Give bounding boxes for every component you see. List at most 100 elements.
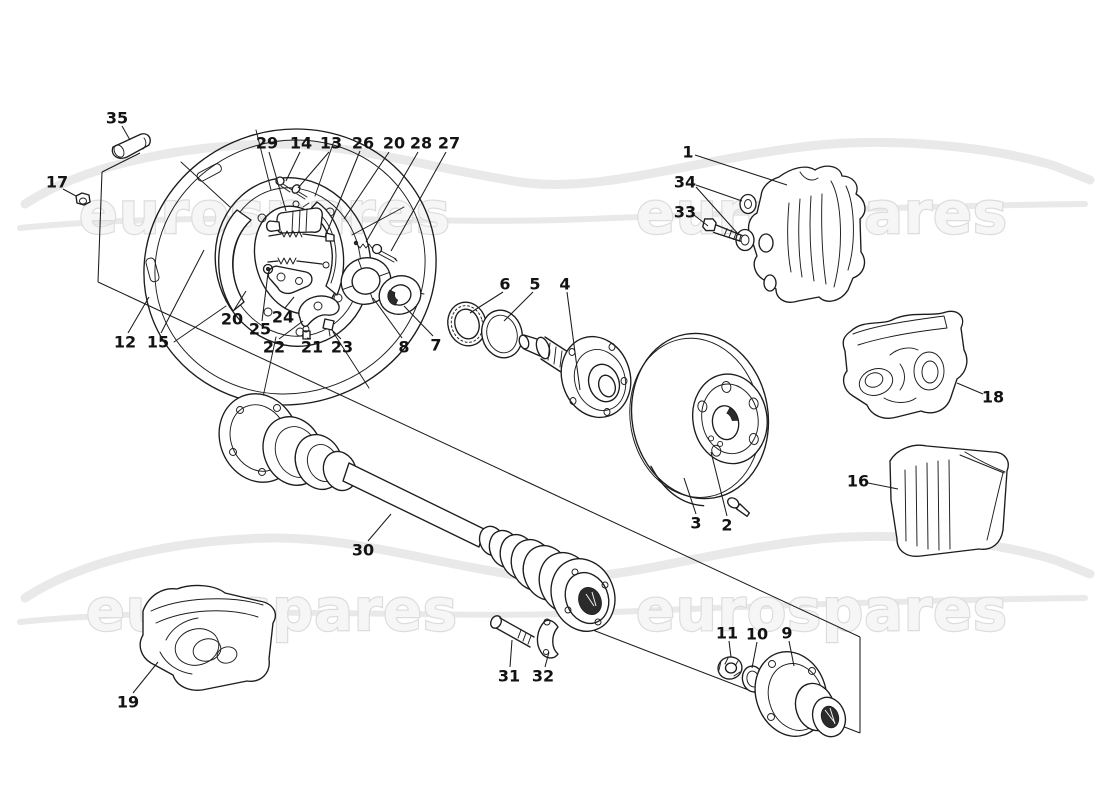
brake-shoes-20	[218, 201, 345, 312]
part-label-30: 30	[352, 541, 374, 560]
leader-line-15	[160, 249, 205, 334]
leader-line-34	[695, 186, 740, 236]
adjuster-rods-26	[267, 230, 335, 269]
drive-shaft-30	[218, 393, 616, 632]
retainer-fork-32	[536, 618, 559, 659]
part-label-4: 4	[559, 275, 570, 294]
leader-line-11	[728, 640, 732, 658]
part-label-22: 22	[263, 338, 285, 357]
leader-line-32	[544, 651, 550, 668]
part-label-26: 26	[352, 134, 374, 153]
washers-34	[735, 193, 757, 252]
leader-line-16	[867, 482, 899, 490]
part-label-7: 7	[430, 336, 441, 355]
leader-line-20	[233, 290, 247, 311]
leader-line-8	[372, 297, 403, 339]
part-label-9: 9	[781, 624, 792, 643]
leader-line-7	[403, 305, 434, 337]
part-label-21: 21	[301, 338, 323, 357]
bearing-7	[378, 275, 422, 315]
leader-line-6	[469, 291, 504, 314]
leader-line-4	[566, 291, 581, 391]
nut-11	[717, 656, 743, 680]
leader-line-26	[324, 150, 361, 238]
part-label-32: 32	[532, 667, 554, 686]
part-label-14: 14	[290, 134, 312, 153]
part-label-28: 28	[410, 134, 432, 153]
leader-line-34	[695, 184, 743, 202]
part-label-12: 12	[114, 333, 136, 352]
part-label-31: 31	[498, 667, 520, 686]
seal-6	[447, 301, 487, 347]
leader-line-21	[306, 337, 312, 340]
part-label-29: 29	[256, 134, 278, 153]
brake-disc-3	[629, 332, 770, 507]
leader-line-35	[121, 125, 131, 141]
construction-line	[97, 171, 103, 283]
wheel-cylinder-29	[265, 200, 323, 234]
leader-line-13	[297, 151, 330, 189]
leader-line-29	[268, 151, 287, 212]
hub-4	[518, 334, 632, 419]
part-label-8: 8	[398, 338, 409, 357]
nut-17	[75, 192, 91, 206]
bolt-27	[371, 243, 398, 263]
part-label-18: 18	[982, 388, 1004, 407]
bolt-31	[489, 615, 535, 648]
drive-flange-9	[754, 651, 847, 738]
part-label-33: 33	[674, 203, 696, 222]
leader-line-22	[278, 320, 304, 340]
part-label-16: 16	[847, 472, 869, 491]
watermark-text: eurospares	[636, 576, 1008, 644]
part-label-20: 20	[221, 310, 243, 329]
part-label-10: 10	[746, 625, 768, 644]
leader-line-3	[683, 477, 697, 515]
part-label-19: 19	[117, 693, 139, 712]
part-label-1: 1	[682, 143, 693, 162]
leader-line-33	[693, 214, 709, 227]
part-label-23: 23	[331, 338, 353, 357]
gasket-18	[842, 310, 968, 419]
leader-line-10	[751, 641, 758, 669]
part-label-24: 24	[272, 308, 294, 327]
part-label-17: 17	[46, 173, 68, 192]
part-label-6: 6	[499, 275, 510, 294]
clip-35	[111, 133, 151, 159]
leader-line-27	[390, 151, 447, 252]
screw-2	[727, 497, 751, 517]
leader-line-17	[62, 188, 77, 197]
leader-line-24	[284, 296, 295, 309]
part-label-25: 25	[249, 320, 271, 339]
spring-28	[353, 240, 373, 249]
leader-line-19	[132, 661, 159, 694]
part-label-34: 34	[674, 173, 696, 192]
leader-line-12	[127, 296, 150, 334]
leader-line-23	[331, 329, 342, 340]
part-label-3: 3	[690, 514, 701, 533]
bearing-8	[340, 257, 392, 305]
part-label-20: 20	[383, 134, 405, 153]
dust-shield-12	[143, 128, 437, 406]
watermark-text: eurospares	[79, 179, 451, 247]
brake-pads-16	[889, 444, 1009, 558]
construction-line	[97, 281, 861, 638]
part-label-11: 11	[716, 624, 738, 643]
part-label-15: 15	[147, 333, 169, 352]
leader-line-31	[509, 639, 513, 668]
caliper-1	[747, 165, 866, 303]
leader-line-5	[503, 291, 534, 322]
leader-line-18	[956, 382, 984, 395]
leader-line-20	[343, 151, 390, 220]
leader-line-2	[710, 451, 728, 517]
leader-line-14	[285, 151, 301, 182]
part-label-35: 35	[106, 109, 128, 128]
leader-line-25	[261, 272, 269, 322]
leader-line-1	[694, 154, 788, 186]
boot-kit-19	[139, 584, 276, 691]
part-label-13: 13	[320, 134, 342, 153]
leader-line-9	[788, 640, 795, 667]
leader-line-30	[367, 513, 392, 542]
